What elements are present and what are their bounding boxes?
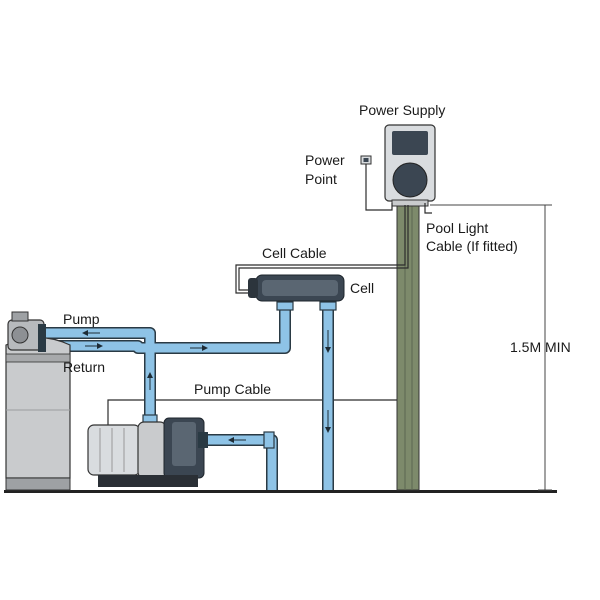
return-pipe — [44, 308, 290, 353]
power-point-cable — [365, 164, 393, 211]
return-label: Return — [63, 359, 105, 375]
height-dimension — [430, 204, 552, 491]
cell-label: Cell — [350, 280, 374, 296]
pump-label: Pump — [63, 311, 100, 327]
chlorinator-cell — [248, 274, 345, 302]
ground-line — [4, 490, 557, 493]
power-point-label-line1: Power — [305, 152, 345, 168]
power-point-socket — [360, 155, 372, 165]
pool-pump — [87, 417, 208, 487]
pump-cable — [107, 399, 397, 432]
pool-light-label-line1: Pool Light — [426, 220, 488, 236]
pump-outlet-pipe — [205, 435, 277, 490]
min-height-label: 1.5M MIN — [510, 339, 571, 355]
pool-light-label-line2: Cable (If fitted) — [426, 238, 518, 254]
power-supply-label: Power Supply — [359, 102, 445, 118]
sand-filter — [5, 311, 71, 491]
pipe-joints — [142, 301, 337, 449]
cell-cable — [235, 205, 406, 294]
pump-pipe — [44, 328, 155, 420]
flow-arrows — [82, 330, 331, 443]
pump-cable-label: Pump Cable — [194, 381, 271, 397]
pool-light-cable — [424, 203, 432, 214]
power-point-label-line2: Point — [305, 171, 337, 187]
cell-cable-label: Cell Cable — [262, 245, 327, 261]
power-supply-unit — [384, 124, 436, 207]
